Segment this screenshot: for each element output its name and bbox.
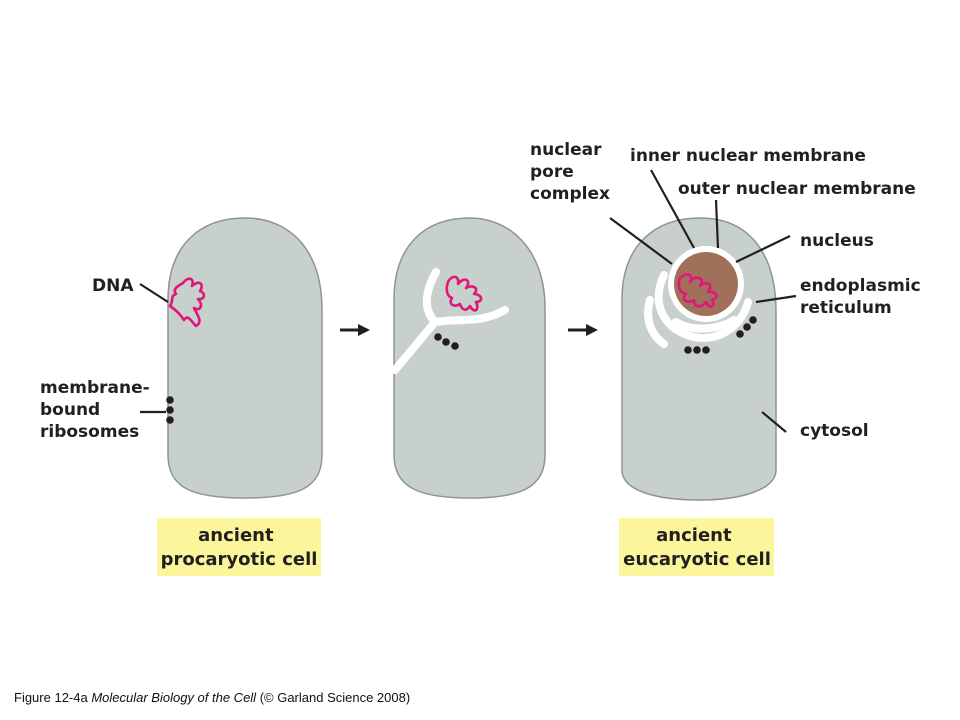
procaryotic-ribosomes [166, 396, 174, 424]
label-dna: DNA [92, 276, 134, 296]
box-procaryotic: ancient procaryotic cell [157, 518, 321, 576]
leader-lines [139, 169, 797, 433]
eucaryotic-cell [621, 217, 777, 501]
intermediate-dna [445, 275, 483, 312]
eucaryotic-ribosomes [684, 316, 757, 354]
procaryotic-cell-body [167, 217, 323, 499]
arrow-1 [340, 324, 370, 336]
svg-text:ancient eucaryotic cell: ancient eucaryotic cell [623, 525, 771, 570]
caption-prefix: Figure 12-4a [14, 690, 92, 705]
label-inner-nuclear-membrane: inner nuclear membrane [630, 146, 866, 166]
caption-suffix: (© Garland Science 2008) [256, 690, 411, 705]
endoplasmic-reticulum [644, 271, 752, 348]
intermediate-membrane-channel [391, 268, 509, 374]
figure-caption: Figure 12-4a Molecular Biology of the Ce… [14, 690, 410, 705]
intermediate-cell-body [393, 217, 546, 499]
arrow-2 [568, 324, 598, 336]
label-nuclear-pore-complex: nuclear pore complex [530, 140, 610, 204]
label-outer-nuclear-membrane: outer nuclear membrane [678, 179, 916, 199]
label-endoplasmic-reticulum: endoplasmic reticulum [800, 276, 927, 318]
label-cytosol: cytosol [800, 421, 869, 441]
box-eucaryotic: ancient eucaryotic cell [619, 518, 774, 576]
label-nucleus: nucleus [800, 231, 874, 251]
svg-text:ancient procaryotic cell: ancient procaryotic cell [161, 525, 318, 570]
label-ribosomes: membrane- bound ribosomes [40, 378, 156, 442]
intermediate-cell [391, 217, 546, 499]
procaryotic-cell [166, 217, 323, 499]
caption-book-title: Molecular Biology of the Cell [91, 690, 257, 705]
procaryotic-dna [168, 277, 206, 328]
eucaryotic-dna [677, 273, 718, 308]
intermediate-ribosomes [434, 333, 459, 350]
